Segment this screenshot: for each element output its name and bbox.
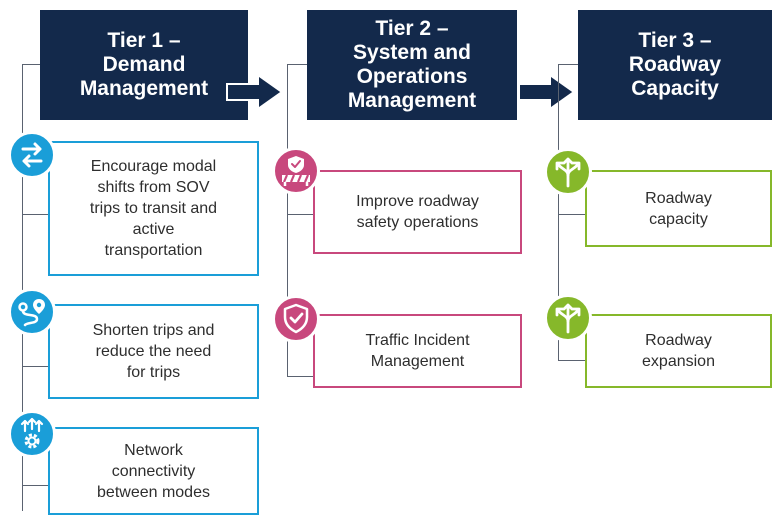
tier1-connector-line (22, 64, 23, 511)
tier3-connector-tick (558, 360, 585, 361)
tier2-connector-tick (287, 376, 313, 377)
item-text-line: capacity (649, 210, 708, 228)
tier2-to-tier3-arrow (518, 74, 576, 110)
network-gear-icon (8, 410, 56, 458)
tier1-item-shorten-trips: Shorten trips and reduce the need for tr… (48, 304, 259, 399)
tier1-item-modal-shift: Encourage modal shifts from SOV trips to… (48, 141, 259, 276)
item-text-line: shifts from SOV (97, 179, 210, 196)
tier3-connector-line (558, 64, 559, 361)
item-text-line: connectivity (111, 462, 196, 480)
item-text-line: expansion (642, 353, 715, 370)
route-pin-icon (8, 288, 56, 336)
tier3-connector-tick (558, 214, 585, 215)
tier2-connector-tick (287, 64, 307, 65)
tier1-title-line: Demand (102, 53, 186, 76)
tier2-connector-line (287, 64, 288, 377)
tier2-title-line: Operations (356, 65, 468, 88)
item-text-line: Shorten trips and (92, 322, 215, 339)
tier3-connector-tick (558, 64, 578, 65)
item-text-line: safety operations (356, 214, 479, 231)
tier1-connector-tick (22, 366, 48, 367)
item-text-line: active (132, 221, 175, 238)
tier1-connector-tick (22, 485, 48, 486)
item-text-line: transportation (104, 242, 203, 259)
shield-check-icon (272, 295, 320, 343)
item-text-line: Management (370, 353, 465, 370)
tier3-item-roadway-capacity: Roadway capacity (585, 170, 772, 247)
item-text-line: Traffic Incident (365, 332, 470, 349)
road-fork-arrows-icon (544, 148, 592, 196)
tier1-title-line: Tier 1 – (107, 29, 181, 52)
item-text-line: Encourage modal (90, 158, 217, 175)
swap-arrows-icon (8, 131, 56, 179)
tier1-connector-tick (22, 214, 48, 215)
tier3-title-line: Capacity (631, 77, 719, 100)
tier1-item-network-connectivity: Network connectivity between modes (48, 427, 259, 515)
item-text-line: Roadway (645, 332, 712, 349)
item-text-line: for trips (126, 364, 181, 381)
item-text-line: between modes (97, 483, 210, 501)
tier2-header: Tier 2 – System and Operations Managemen… (307, 10, 517, 120)
tier3-item-roadway-expansion: Roadway expansion (585, 314, 772, 388)
tier3-title-line: Tier 3 – (638, 29, 712, 52)
road-fork-arrows-icon (544, 294, 592, 342)
tier1-to-tier2-arrow (226, 74, 284, 110)
item-text-line: Improve roadway (356, 193, 479, 210)
tier2-item-roadway-safety: Improve roadway safety operations (313, 170, 522, 254)
tier2-title-line: Tier 2 – (375, 17, 449, 40)
tier3-title-line: Roadway (628, 53, 722, 76)
item-text-line: Roadway (645, 189, 712, 207)
tier2-title-line: System and (353, 41, 471, 64)
shield-barrier-icon (272, 147, 320, 195)
tier1-title-line: Management (79, 77, 209, 100)
tier1-connector-tick (22, 64, 40, 65)
item-text-line: Network (124, 441, 183, 459)
tier1-header: Tier 1 – Demand Management (40, 10, 248, 120)
tier2-title-line: Management (347, 89, 477, 112)
tier2-item-traffic-incident: Traffic Incident Management (313, 314, 522, 388)
tier3-header: Tier 3 – Roadway Capacity (578, 10, 772, 120)
item-text-line: reduce the need (95, 343, 212, 360)
item-text-line: trips to transit and (89, 200, 218, 217)
tier2-connector-tick (287, 214, 313, 215)
